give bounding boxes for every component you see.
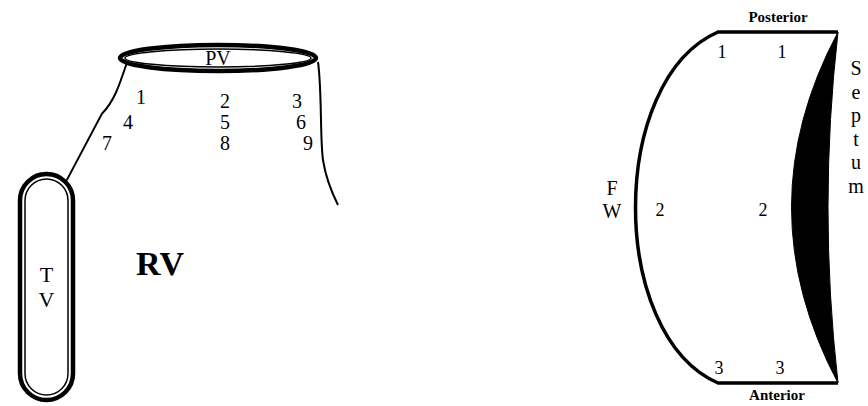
segment-number: 3 (715, 358, 724, 379)
segment-number: 2 (220, 90, 230, 113)
segment-number: 2 (656, 200, 665, 221)
segment-number: 1 (778, 42, 787, 63)
septum-crescent (792, 32, 839, 383)
segment-number: 7 (102, 132, 112, 155)
valve-name: PV (205, 47, 231, 70)
segment-number: 6 (296, 111, 306, 134)
region-label: RV (136, 245, 184, 283)
region-label: Anterior (749, 387, 805, 404)
segment-number: 5 (220, 111, 230, 134)
segment-number: 8 (220, 132, 230, 155)
valve-outline: T V (18, 172, 75, 402)
ventricle-wall-line (318, 62, 338, 205)
segment-number: 1 (136, 86, 146, 109)
segment-number: 4 (123, 111, 133, 134)
segment-number: 3 (292, 90, 302, 113)
region-label: Posterior (748, 9, 807, 26)
wall-label: S e p t u m (848, 57, 864, 199)
segment-number: 3 (776, 358, 785, 379)
valve-name: T V (39, 262, 55, 313)
free-wall-outline (636, 32, 839, 383)
segment-number: 2 (759, 200, 768, 221)
valve-connector (67, 63, 127, 181)
segment-number: 9 (303, 132, 313, 155)
wall-label: F W (603, 177, 622, 223)
segment-number: 1 (718, 42, 727, 63)
valve-ellipse: PV (118, 43, 318, 73)
